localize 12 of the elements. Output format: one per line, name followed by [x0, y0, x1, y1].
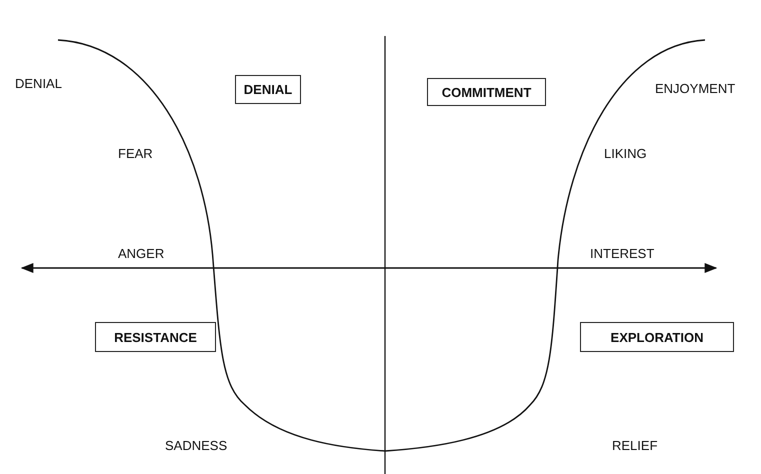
- emotion-label: DENIAL: [15, 76, 62, 91]
- emotion-label: INTEREST: [590, 246, 654, 261]
- phase-box: EXPLORATION: [580, 322, 734, 352]
- phase-box: COMMITMENT: [427, 78, 546, 106]
- emotion-label: FEAR: [118, 146, 153, 161]
- phase-box: DENIAL: [235, 75, 301, 104]
- emotion-label: ENJOYMENT: [655, 81, 736, 96]
- emotion-label: LIKING: [604, 146, 647, 161]
- emotion-label: SADNESS: [165, 438, 228, 453]
- phase-box: RESISTANCE: [95, 322, 216, 352]
- emotion-label: ANGER: [118, 246, 164, 261]
- emotion-label: RELIEF: [612, 438, 658, 453]
